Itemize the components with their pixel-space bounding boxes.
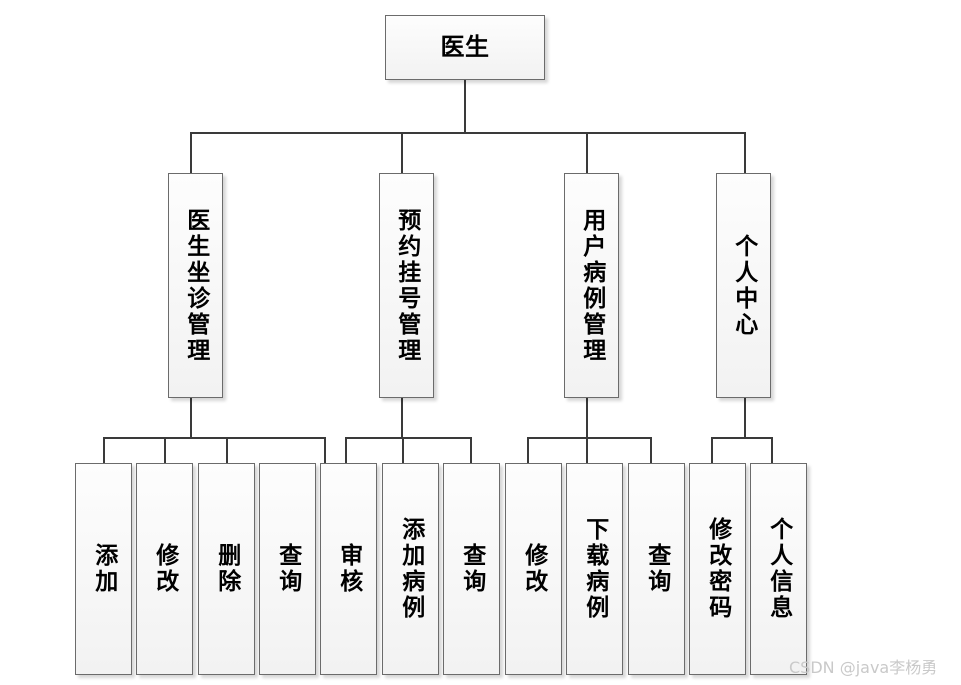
connector-group2-drop-2: [402, 437, 404, 464]
node-level2-label-2: 预约挂号管理: [393, 207, 420, 364]
watermark-text: CSDN @java李杨勇: [789, 658, 938, 677]
node-leaf-query-2[interactable]: 查询: [443, 463, 500, 675]
node-leaf-query-1[interactable]: 查询: [259, 463, 316, 675]
node-level2-patient-record-mgmt[interactable]: 用户病例管理: [564, 173, 619, 398]
connector-group4-drop-2: [771, 437, 773, 464]
connector-group4-drop-1: [711, 437, 713, 464]
connector-group3-drop-1: [527, 437, 529, 464]
node-leaf-label-1: 添加: [90, 543, 117, 595]
node-level2-doctor-clinic-mgmt[interactable]: 医生坐诊管理: [168, 173, 223, 398]
node-leaf-label-7: 查询: [458, 543, 485, 595]
node-leaf-label-12: 个人信息: [765, 517, 792, 621]
connector-group2-drop-1: [345, 437, 347, 464]
node-root-doctor[interactable]: 医生: [385, 15, 545, 80]
node-level2-label-3: 用户病例管理: [578, 207, 605, 364]
connector-group3-drop-2: [586, 437, 588, 464]
connector-level2-bus: [190, 132, 746, 134]
node-leaf-label-8: 修改: [520, 543, 547, 595]
node-leaf-label-10: 查询: [643, 543, 670, 595]
connector-group2-stem: [401, 398, 403, 438]
node-leaf-delete[interactable]: 删除: [198, 463, 255, 675]
node-leaf-add-case[interactable]: 添加病例: [382, 463, 439, 675]
node-leaf-label-5: 审核: [335, 543, 362, 595]
node-level2-personal-center[interactable]: 个人中心: [716, 173, 771, 398]
connector-group3-bus: [527, 437, 652, 439]
node-leaf-change-password[interactable]: 修改密码: [689, 463, 746, 675]
node-leaf-edit[interactable]: 修改: [136, 463, 193, 675]
node-leaf-modify[interactable]: 修改: [505, 463, 562, 675]
node-leaf-query-3[interactable]: 查询: [628, 463, 685, 675]
node-level2-label-4: 个人中心: [730, 233, 757, 338]
connector-level2-drop-4: [744, 132, 746, 174]
node-leaf-add[interactable]: 添加: [75, 463, 132, 675]
node-leaf-label-3: 删除: [213, 543, 240, 595]
node-leaf-label-4: 查询: [274, 543, 301, 595]
connector-root-stem: [464, 80, 466, 133]
connector-level2-drop-1: [190, 132, 192, 174]
node-leaf-label-9: 下载病例: [581, 517, 608, 621]
node-leaf-download-case[interactable]: 下载病例: [566, 463, 623, 675]
node-level2-appointment-mgmt[interactable]: 预约挂号管理: [379, 173, 434, 398]
connector-group2-bus: [345, 437, 472, 439]
connector-group1-drop-2: [164, 437, 166, 464]
node-root-label: 医生: [440, 32, 490, 61]
connector-group1-stem: [190, 398, 192, 438]
node-leaf-label-6: 添加病例: [397, 517, 424, 621]
connector-level2-drop-2: [401, 132, 403, 174]
connector-group3-drop-3: [650, 437, 652, 464]
connector-group1-drop-3: [226, 437, 228, 464]
connector-group2-drop-3: [470, 437, 472, 464]
connector-group1-bus: [103, 437, 325, 439]
node-leaf-label-11: 修改密码: [704, 517, 731, 621]
connector-group4-stem: [744, 398, 746, 438]
node-level2-label-1: 医生坐诊管理: [182, 207, 209, 364]
connector-level2-drop-3: [586, 132, 588, 174]
connector-group1-drop-1: [103, 437, 105, 464]
node-leaf-label-2: 修改: [151, 543, 178, 595]
connector-group4-bus: [711, 437, 773, 439]
node-leaf-personal-info[interactable]: 个人信息: [750, 463, 807, 675]
connector-group1-drop-4: [324, 437, 326, 464]
connector-group3-stem: [586, 398, 588, 438]
node-leaf-audit[interactable]: 审核: [320, 463, 377, 675]
